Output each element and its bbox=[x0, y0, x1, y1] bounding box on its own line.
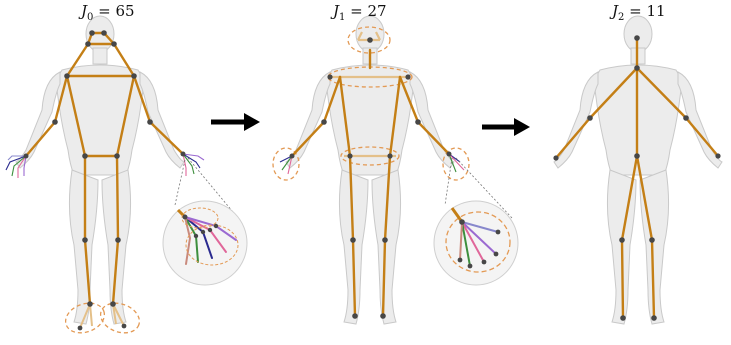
joint-count-label-0: J0 = 65 bbox=[81, 2, 135, 23]
figure-mid-skeleton bbox=[273, 16, 518, 324]
bone-lines bbox=[556, 38, 718, 318]
joint-count-label-2: J2 = 11 bbox=[612, 2, 666, 23]
figure-full-skeleton bbox=[6, 16, 247, 338]
joint-count-label-1: J1 = 27 bbox=[333, 2, 387, 23]
figure-coarse-skeleton bbox=[553, 16, 722, 324]
hand-zoom-inset bbox=[434, 158, 518, 285]
arrow-2 bbox=[482, 118, 530, 136]
foot-groups bbox=[61, 298, 143, 338]
arrow-1 bbox=[211, 113, 260, 131]
hand-zoom-inset bbox=[163, 158, 247, 285]
